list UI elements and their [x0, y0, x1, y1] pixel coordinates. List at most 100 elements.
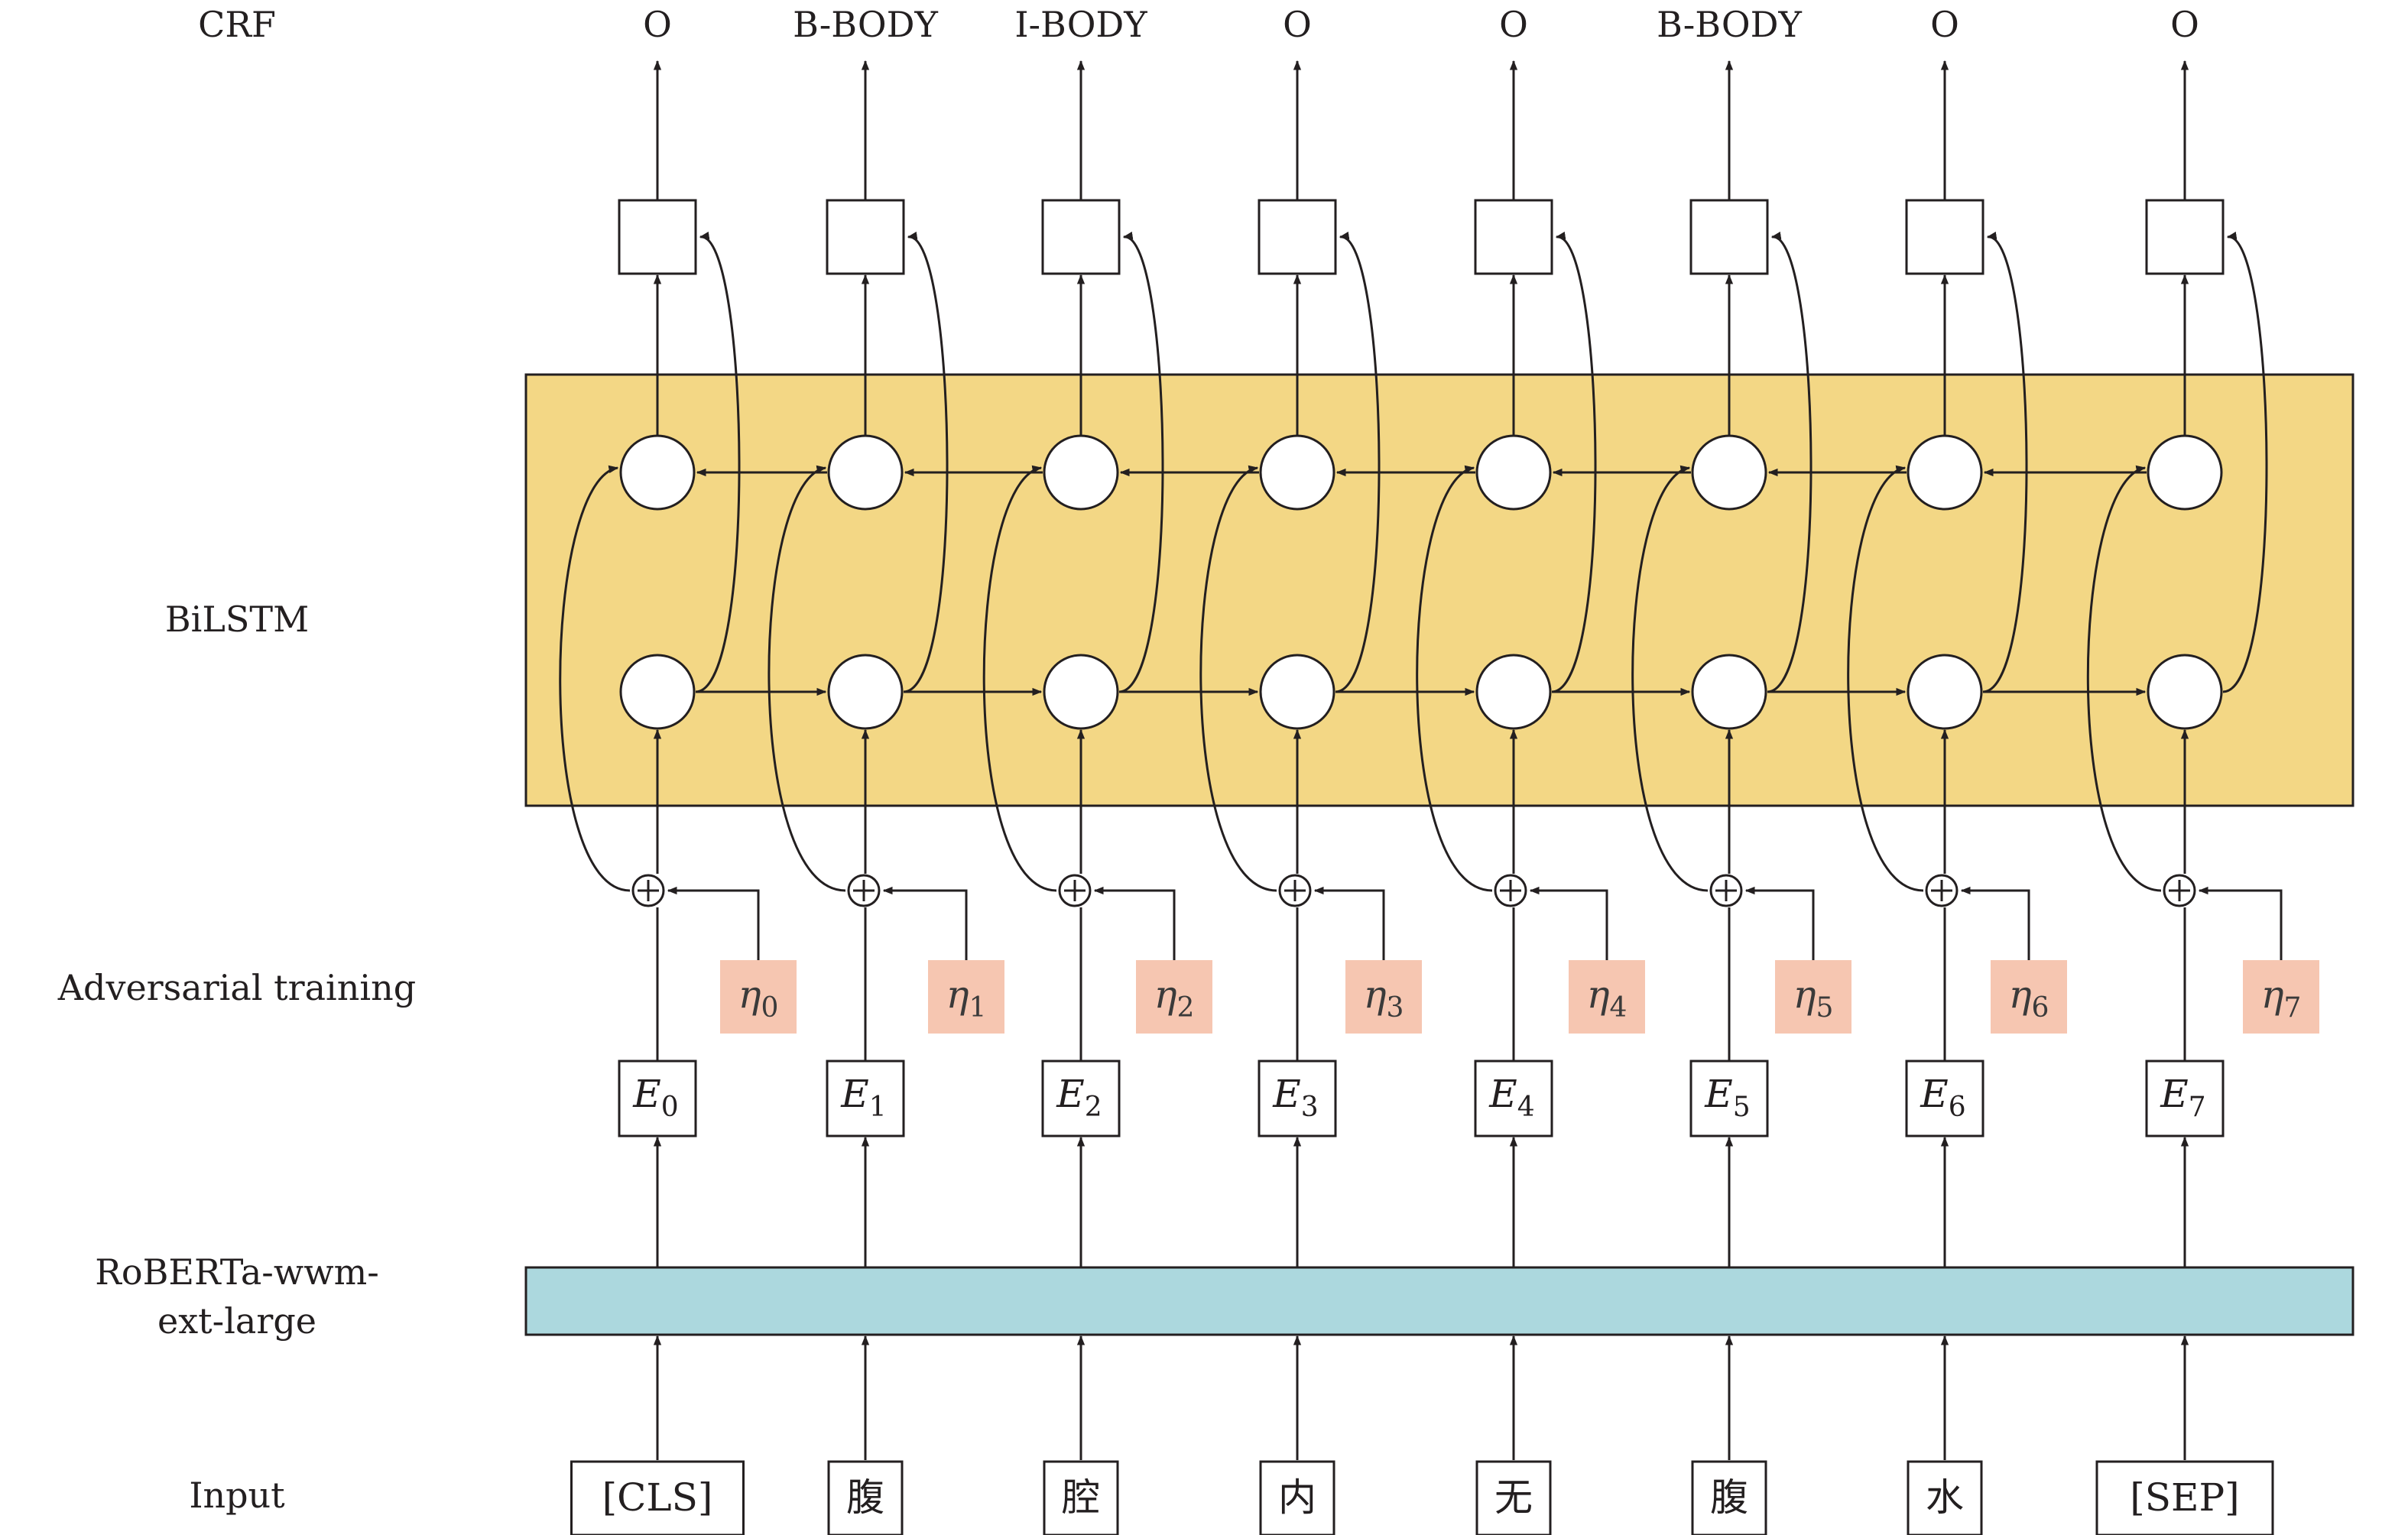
embedding-symbol: E6 — [1920, 1072, 1965, 1123]
embedding-symbol: E5 — [1704, 1072, 1750, 1123]
output-tag: B-BODY — [1657, 4, 1802, 45]
input-token: [SEP] — [2130, 1475, 2239, 1520]
bilstm-to-crf-curve — [1118, 232, 1164, 693]
row-label-encoder-line2: ext-large — [157, 1300, 316, 1342]
lstm-cell-bottom — [1259, 654, 1335, 730]
perturbation-box — [720, 960, 797, 1034]
perturbation-symbol: η3 — [1364, 972, 1404, 1024]
combine-to-lstm-top-curve — [768, 465, 846, 892]
perturbation-to-combine-arrow — [1529, 886, 1608, 960]
combine-to-lstm-top-curve — [1631, 465, 1709, 892]
input-token-box — [827, 1460, 904, 1535]
perturbation-symbol: η2 — [1154, 972, 1195, 1024]
row-label-input: Input — [189, 1475, 285, 1516]
lstm-cell-bottom — [619, 654, 696, 730]
input-token: [CLS] — [602, 1475, 713, 1520]
perturbation-to-combine-arrow — [1093, 886, 1176, 960]
embedding-symbol: E2 — [1056, 1072, 1102, 1123]
output-tag: O — [643, 4, 672, 45]
embedding-box — [1258, 1060, 1337, 1137]
lstm-cell-top — [1907, 434, 1983, 511]
crf-box — [1041, 199, 1121, 275]
embedding-box — [618, 1060, 697, 1137]
output-tag: O — [2170, 4, 2199, 45]
input-token: 内 — [1278, 1475, 1316, 1520]
lstm-cell-bottom — [827, 654, 904, 730]
perturbation-to-combine-arrow — [1960, 886, 2030, 960]
embedding-box — [1689, 1060, 1769, 1137]
combine-to-lstm-top-curve — [559, 465, 631, 892]
lstm-cell-top — [1259, 434, 1335, 511]
combine-to-lstm-top-curve — [1416, 465, 1493, 892]
bilstm-panel — [524, 373, 2354, 807]
crf-box — [1905, 199, 1984, 275]
output-tag: O — [1930, 4, 1959, 45]
crf-box — [618, 199, 697, 275]
row-label-encoder-line1: RoBERTa-wwm- — [95, 1251, 379, 1293]
lstm-cell-top — [2147, 434, 2223, 511]
embedding-box — [2145, 1060, 2225, 1137]
lstm-cell-bottom — [1043, 654, 1119, 730]
output-tag: O — [1499, 4, 1528, 45]
bilstm-to-crf-curve — [2222, 232, 2268, 693]
embedding-symbol: E0 — [632, 1072, 678, 1123]
lstm-cell-top — [619, 434, 696, 511]
bilstm-to-crf-curve — [695, 232, 741, 693]
embedding-symbol: E7 — [2160, 1072, 2205, 1123]
input-token: 腔 — [1062, 1475, 1100, 1520]
perturbation-to-combine-arrow — [882, 886, 968, 960]
input-token-box — [1043, 1460, 1119, 1535]
crf-box — [1474, 199, 1553, 275]
embedding-symbol: E4 — [1488, 1072, 1534, 1123]
perturbation-symbol: η6 — [2009, 972, 2049, 1024]
input-token: 无 — [1494, 1475, 1533, 1520]
row-label-bilstm: BiLSTM — [165, 599, 309, 640]
input-token-box — [1259, 1460, 1335, 1535]
row-label-adversarial: Adversarial training — [57, 967, 416, 1008]
perturbation-box — [2243, 960, 2319, 1034]
perturbation-box — [1775, 960, 1851, 1034]
input-token: 水 — [1926, 1475, 1964, 1520]
lstm-cell-top — [827, 434, 904, 511]
perturbation-box — [928, 960, 1004, 1034]
lstm-cell-bottom — [1475, 654, 1552, 730]
lstm-cell-bottom — [1907, 654, 1983, 730]
combine-to-lstm-top-curve — [2086, 465, 2162, 892]
lstm-cell-top — [1475, 434, 1552, 511]
input-token: 腹 — [846, 1475, 884, 1520]
perturbation-symbol: η1 — [946, 972, 987, 1024]
input-token: 腹 — [1710, 1475, 1748, 1520]
perturbation-to-combine-arrow — [1744, 886, 1815, 960]
embedding-symbol: E3 — [1272, 1072, 1318, 1123]
bilstm-to-crf-curve — [1982, 232, 2028, 693]
lstm-cell-top — [1043, 434, 1119, 511]
bilstm-to-crf-curve — [1335, 232, 1381, 693]
crf-box — [1258, 199, 1337, 275]
crf-box — [826, 199, 905, 275]
perturbation-to-combine-arrow — [1313, 886, 1385, 960]
perturbation-box — [1136, 960, 1212, 1034]
lstm-cell-bottom — [2147, 654, 2223, 730]
embedding-box — [1474, 1060, 1553, 1137]
perturbation-symbol: η4 — [1587, 972, 1628, 1024]
input-token-box — [2095, 1460, 2274, 1535]
lstm-cell-bottom — [1691, 654, 1767, 730]
embedding-box — [1905, 1060, 1984, 1137]
bilstm-to-crf-curve — [1767, 232, 1812, 693]
lstm-cell-top — [1691, 434, 1767, 511]
bilstm-to-crf-curve — [1551, 232, 1597, 693]
encoder-bar — [524, 1266, 2354, 1336]
combine-to-lstm-top-curve — [982, 465, 1057, 892]
output-tag: B-BODY — [793, 4, 938, 45]
output-tag: O — [1283, 4, 1312, 45]
perturbation-box — [1569, 960, 1645, 1034]
combine-to-lstm-top-curve — [1847, 465, 1924, 892]
perturbation-box — [1991, 960, 2067, 1034]
row-label-crf: CRF — [198, 4, 276, 45]
perturbation-to-combine-arrow — [667, 886, 760, 960]
output-tag: I-BODY — [1014, 4, 1147, 45]
crf-box — [1689, 199, 1769, 275]
crf-box — [2145, 199, 2225, 275]
perturbation-symbol: η7 — [2261, 972, 2302, 1024]
